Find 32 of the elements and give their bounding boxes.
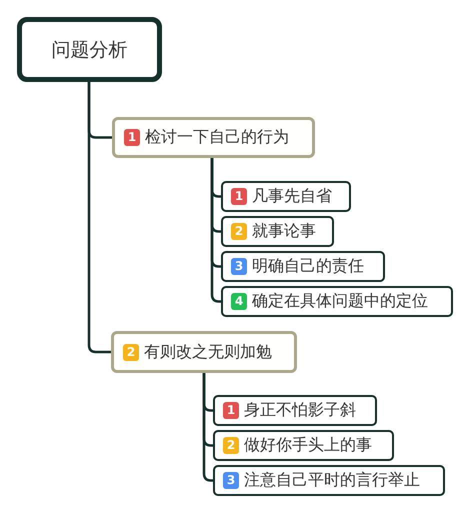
connector-line [88,82,111,354]
topic-box [112,117,315,158]
number-badge: 2 [123,344,139,360]
topic-text: 身正不怕影子斜 [244,400,356,421]
topic-text: 注意自己平时的言行举止 [244,470,420,491]
connector-line [202,373,213,482]
number-badge: 2 [231,223,247,240]
subtopic-box [221,251,385,282]
topic-text: 确定在具体问题中的定位 [252,291,428,312]
subtopic-box [221,286,453,317]
topic-text: 有则改之无则加勉 [144,342,272,362]
topic-text: 问题分析 [52,38,128,62]
number-badge: 3 [231,258,247,275]
subtopic-box [213,465,445,496]
topic-text: 做好你手头上的事 [244,435,372,456]
subtopic-box [221,216,334,247]
subtopic-box [213,395,377,426]
subtopic-box [213,430,394,461]
number-badge: 1 [124,129,140,146]
number-badge: 1 [231,188,247,205]
number-badge: 1 [223,402,239,419]
number-badge: 4 [231,293,247,310]
connector-line [210,158,221,303]
central-topic-box [17,17,162,82]
subtopic-box [221,181,351,212]
topic-box [111,331,297,373]
number-badge: 2 [223,437,239,454]
topic-text: 凡事先自省 [252,186,332,207]
topic-text: 检讨一下自己的行为 [145,127,289,148]
topic-text: 明确自己的责任 [252,256,364,277]
topic-text: 就事论事 [252,221,316,242]
number-badge: 3 [223,472,239,489]
